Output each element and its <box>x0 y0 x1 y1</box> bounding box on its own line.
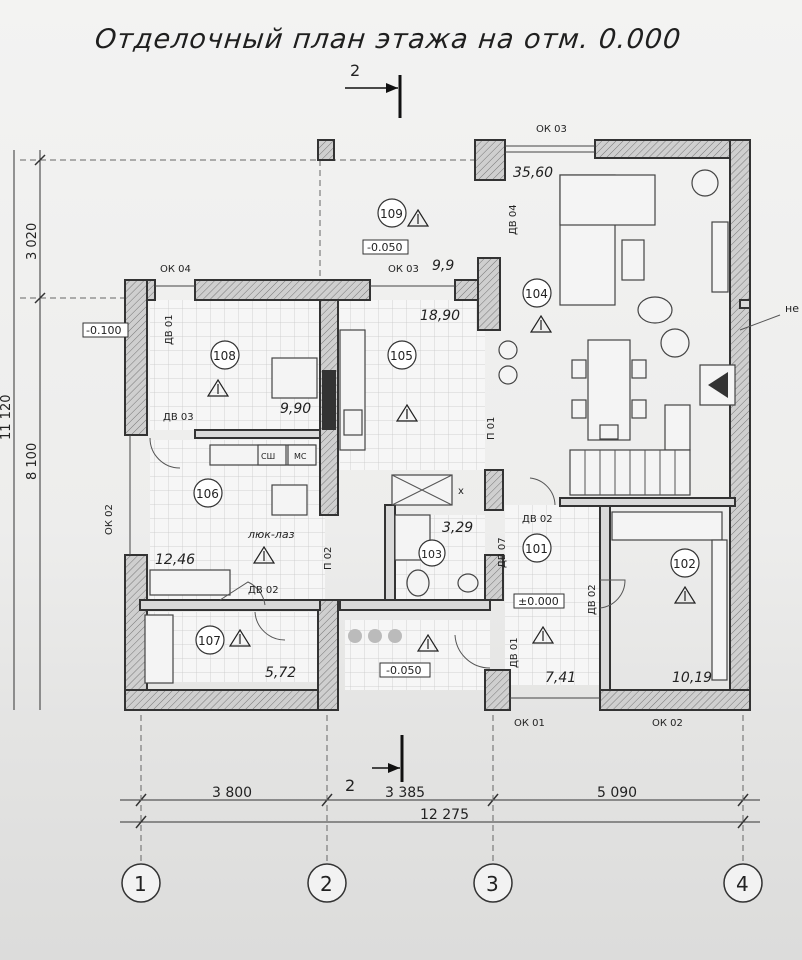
dining-table <box>587 339 631 441</box>
dim-left-overall: 11 120 <box>0 395 14 441</box>
cabinet-108 <box>271 357 318 399</box>
partition-p02: П 02 <box>323 547 334 570</box>
partition-p01: П 01 <box>486 417 497 440</box>
washbasin <box>457 573 479 593</box>
room-id-101: 101 <box>525 542 548 556</box>
door-labels: ДВ 01 ДВ 03 ДВ 04 ДВ 02 ДВ 02 ДВ 07 ДВ 0… <box>163 204 598 668</box>
dimension-bottom: 3 800 3 385 5 090 12 275 <box>120 785 760 829</box>
round-table <box>637 296 673 324</box>
fixture-x: x <box>458 486 464 497</box>
toilet <box>406 569 430 597</box>
door-dv07: ДВ 07 <box>497 537 508 568</box>
level-porch: -0.050 <box>386 664 421 677</box>
room-area-104: 35,60 <box>513 165 553 181</box>
room-area-105: 18,90 <box>420 308 460 324</box>
axis-2: 2 <box>320 872 333 896</box>
window-ok02-left: ОК 02 <box>104 504 115 535</box>
plant-pot <box>660 328 690 358</box>
chimney <box>322 370 336 430</box>
level-hall: ±0.000 <box>518 595 559 608</box>
coffee-table <box>621 239 645 281</box>
level-left-entry: -0.100 <box>86 324 121 337</box>
axis-1: 1 <box>134 872 147 896</box>
window-ok04: ОК 04 <box>160 264 191 275</box>
room-id-104: 104 <box>525 287 548 301</box>
wardrobe <box>611 511 723 541</box>
room-area-102: 10,19 <box>672 670 712 686</box>
dim-left-total: 8 100 <box>25 443 40 480</box>
room-id-102: 102 <box>673 557 696 571</box>
room-id-105: 105 <box>390 349 413 363</box>
door-dv04: ДВ 04 <box>508 204 519 235</box>
hatch-frame <box>271 484 308 516</box>
section-mark-top: 2 <box>345 61 402 118</box>
room-area-106: 12,46 <box>155 552 195 568</box>
room-id-109: 109 <box>380 207 403 221</box>
dim-bottom-2: 3 385 <box>385 785 425 801</box>
level-terrace: -0.050 <box>367 241 402 254</box>
fixtures <box>144 329 728 684</box>
room-area-108: 9,90 <box>280 401 311 417</box>
window-labels: ОК 03 ОК 04 ОК 03 ОК 02 ОК 01 ОК 02 <box>104 124 683 729</box>
door-dv02-101: ДВ 02 <box>522 514 553 525</box>
stairs <box>569 449 691 496</box>
fixture-sh: СШ <box>261 452 275 461</box>
door-dv02-106: ДВ 02 <box>248 585 279 596</box>
dimension-left: 3 020 8 100 11 120 <box>0 150 46 710</box>
door-dv01-108: ДВ 01 <box>164 314 175 345</box>
section-label-bottom: 2 <box>345 776 355 795</box>
door-dv01-porch: ДВ 01 <box>509 637 520 668</box>
exterior-walls <box>124 139 751 711</box>
room-area-103: 3,29 <box>442 520 473 536</box>
window-ok03-mid: ОК 03 <box>388 264 419 275</box>
room-id-107: 107 <box>198 634 221 648</box>
section-mark-bottom: 2 <box>345 735 404 795</box>
grid-axes: 1 2 3 4 <box>121 715 763 903</box>
stove <box>343 409 363 436</box>
terrace-outline <box>20 139 480 299</box>
dim-bottom-total: 12 275 <box>420 807 469 823</box>
sofa-corner <box>559 174 656 226</box>
room-area-109: 9,9 <box>432 258 454 274</box>
tv-unit <box>711 221 729 293</box>
dim-bottom-1: 3 800 <box>212 785 252 801</box>
finish-markers <box>206 208 697 652</box>
plant-top <box>691 169 719 197</box>
window-ok01: ОК 01 <box>514 718 545 729</box>
dim-left-top: 3 020 <box>25 223 40 260</box>
axis-4: 4 <box>736 872 749 896</box>
section-label-top: 2 <box>350 61 360 80</box>
axis-3: 3 <box>486 872 499 896</box>
hatch-label: люк-лаз <box>247 528 295 541</box>
window-ok02-bottom: ОК 02 <box>652 718 683 729</box>
room-area-101: 7,41 <box>545 670 576 686</box>
room-markers: 108 9,90 105 18,90 104 35,60 109 9,9 106… <box>155 165 712 686</box>
room-area-107: 5,72 <box>265 665 296 681</box>
window-ok03-top: ОК 03 <box>536 124 567 135</box>
edge-label: не <box>785 302 799 315</box>
bathtub <box>149 569 231 596</box>
door-dv03: ДВ 03 <box>163 412 194 423</box>
fixture-ms: МС <box>294 452 307 461</box>
room-id-106: 106 <box>196 487 219 501</box>
dim-bottom-3: 5 090 <box>597 785 637 801</box>
door-dv02-102: ДВ 02 <box>587 584 598 615</box>
room-id-108: 108 <box>213 349 236 363</box>
living-furniture <box>498 169 736 496</box>
misc-labels: П 01 П 02 СШ МС люк-лаз x не <box>247 302 799 570</box>
door-swings <box>149 437 626 669</box>
level-marks: -0.050 -0.100 -0.050 ±0.000 <box>82 239 565 678</box>
room-id-103: 103 <box>421 548 442 561</box>
